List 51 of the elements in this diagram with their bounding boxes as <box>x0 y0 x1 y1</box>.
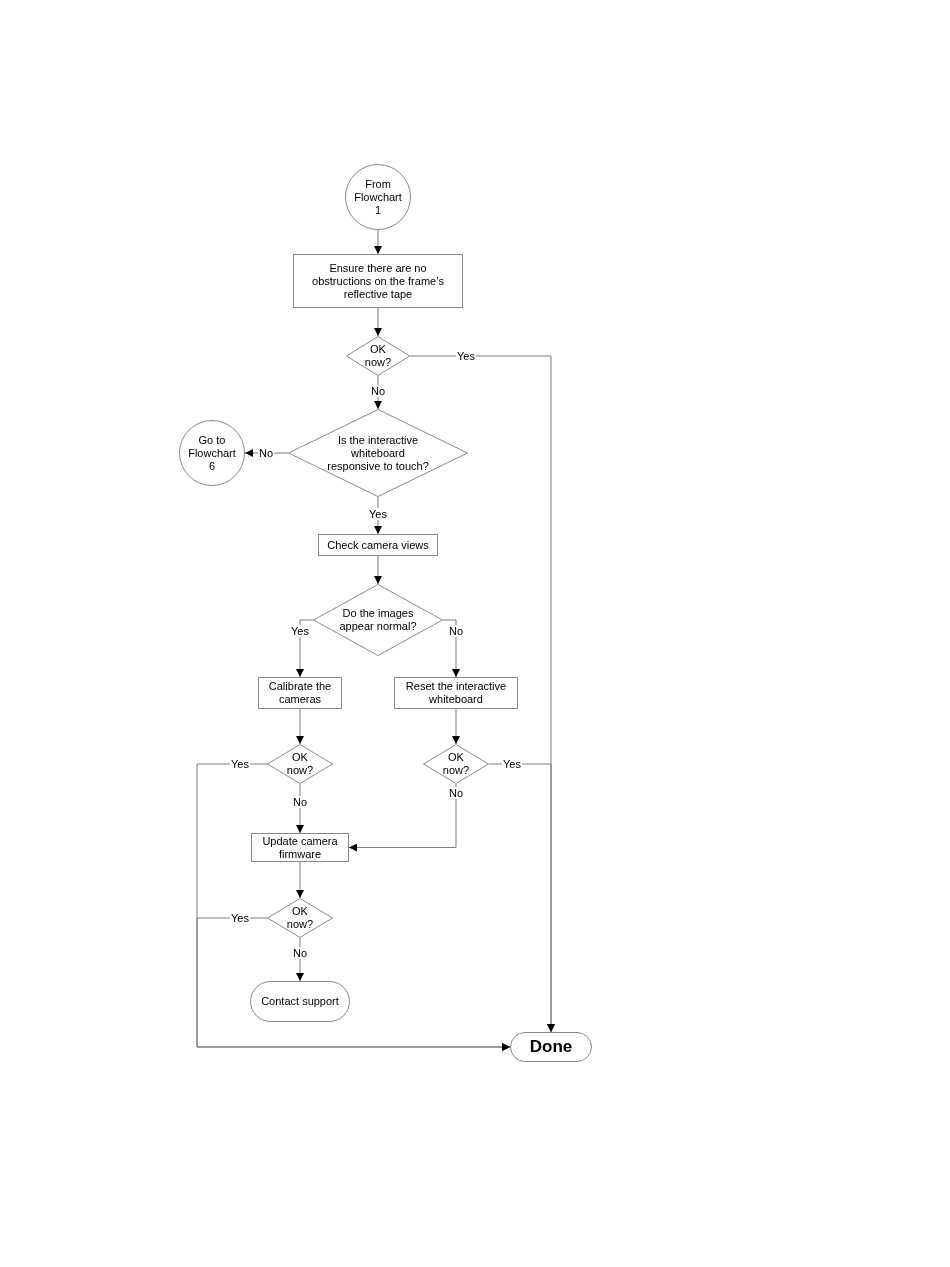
step-text: Update camera firmware <box>261 834 339 861</box>
edge-label: No <box>257 447 275 459</box>
edge-label: No <box>447 625 465 637</box>
reference-text: Go to Flowchart 6 <box>187 433 237 473</box>
edge-label: Yes <box>230 912 250 924</box>
arrow <box>374 496 382 535</box>
decision-diamond <box>346 336 410 376</box>
step-text: Check camera views <box>327 538 429 552</box>
process-box <box>251 833 349 862</box>
edge-label: Yes <box>290 625 310 637</box>
arrow <box>488 763 555 1033</box>
arrow <box>196 917 511 1051</box>
terminal-text: Done <box>529 1037 573 1057</box>
reference-text: From Flowchart 1 <box>353 177 403 217</box>
question-text: OK now? <box>285 905 315 931</box>
terminal-shape <box>510 1032 592 1062</box>
edge-label: Yes <box>502 758 522 770</box>
arrow <box>452 708 460 745</box>
terminal-text: Contact support <box>261 995 339 1008</box>
arrow <box>374 229 382 255</box>
arrow <box>296 861 304 899</box>
process-box <box>258 677 342 709</box>
decision-diamond <box>267 898 333 938</box>
decision-diamond <box>288 409 468 497</box>
edge-label: Yes <box>456 350 476 362</box>
edge-label: Yes <box>230 758 250 770</box>
arrow <box>348 783 457 852</box>
terminal-shape <box>250 981 350 1022</box>
decision-diamond <box>267 744 333 784</box>
process-box <box>394 677 518 709</box>
edge-label: Yes <box>368 508 388 520</box>
question-text: OK now? <box>441 751 471 777</box>
arrow <box>374 555 382 585</box>
step-text: Calibrate the cameras <box>267 680 333 706</box>
arrow <box>296 708 304 745</box>
decision-diamond <box>313 584 443 656</box>
arrow <box>296 619 314 678</box>
edge-label: No <box>447 787 465 799</box>
edge-label: No <box>369 385 387 397</box>
question-text: Is the interactive whiteboard responsive to touch? <box>326 433 430 473</box>
decision-diamond <box>423 744 489 784</box>
process-box <box>293 254 463 308</box>
process-box <box>318 534 438 556</box>
arrow <box>374 307 382 337</box>
edge-label: No <box>291 796 309 808</box>
question-text: OK now? <box>285 751 315 777</box>
step-text: Ensure there are no obstructions on the frame’s reflective tape <box>311 261 445 301</box>
step-text: Reset the interactive whiteboard <box>404 680 508 706</box>
question-text: OK now? <box>363 343 393 369</box>
question-text: Do the images appear normal? <box>338 607 418 633</box>
edge-label: No <box>291 947 309 959</box>
